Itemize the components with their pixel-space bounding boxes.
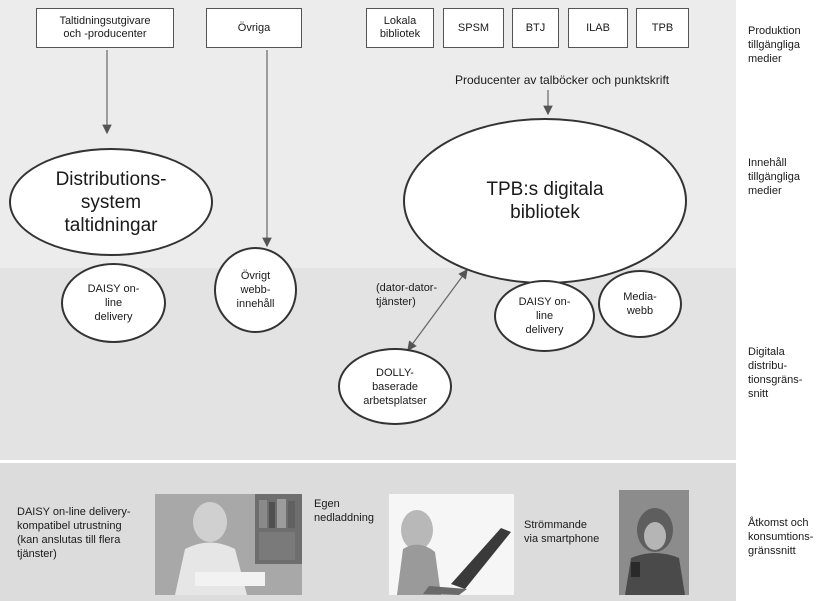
strommande-text: Strömmande via smartphone: [524, 519, 600, 545]
dator-dator-label: (dator-dator- tjänster): [376, 282, 438, 308]
daisy-equipment-text: DAISY on-line delivery- kompatibel utrus…: [17, 506, 131, 560]
side-label-innehall: Innehåll tillgängliga medier: [748, 157, 800, 197]
access-interface-band: [0, 463, 736, 601]
side-label-atkomst: Åtkomst och konsumtions- gränssnitt: [748, 517, 814, 557]
daisy-right-label: DAISY on- line delivery: [518, 296, 571, 336]
side-label-digitala: Digitala distribu- tionsgräns- snitt: [748, 346, 803, 400]
daisy-online-delivery-left: DAISY on- line delivery: [61, 263, 166, 343]
distribution-system-label: Distributions- system taltidningar: [55, 168, 167, 236]
daisy-online-delivery-right: DAISY on- line delivery: [494, 280, 595, 352]
mediawebb-ellipse: Media- webb: [598, 270, 682, 338]
mediawebb-label: Media- webb: [623, 291, 657, 317]
producer-box-taltidning: Taltidningsutgivare och -producenter: [36, 8, 174, 48]
tpb-digital-library-ellipse: TPB:s digitala bibliotek: [403, 118, 687, 284]
daisy-left-label: DAISY on- line delivery: [87, 283, 140, 323]
side-label-produktion: Produktion tillgängliga medier: [748, 25, 801, 65]
producer-box-tpb: TPB: [636, 8, 689, 48]
arrow-tpb-dolly: [407, 269, 468, 351]
dolly-workstations-ellipse: DOLLY- baserade arbetsplatser: [338, 348, 452, 425]
producer-label: SPSM: [457, 21, 490, 34]
producer-center-label: Producenter av talböcker och punktskrift: [455, 73, 670, 87]
producer-box-ilab: ILAB: [568, 8, 628, 48]
photo-man-reading: [155, 494, 302, 595]
producer-box-ovriga: Övriga: [206, 8, 302, 48]
producer-label: TPB: [651, 21, 674, 34]
dolly-label: DOLLY- baserade arbetsplatser: [363, 366, 427, 407]
tpb-digital-library-label: TPB:s digitala bibliotek: [486, 179, 604, 223]
egen-nedladdning-text: Egen nedladdning: [314, 498, 374, 524]
producer-label: Taltidningsutgivare och -producenter: [59, 15, 151, 40]
producer-label: Lokala bibliotek: [379, 15, 421, 40]
producer-box-lokala: Lokala bibliotek: [366, 8, 434, 48]
producer-box-spsm: SPSM: [443, 8, 504, 48]
producer-box-btj: BTJ: [512, 8, 559, 48]
distribution-system-ellipse: Distributions- system taltidningar: [9, 148, 213, 256]
photo-smartphone-user: [619, 490, 689, 595]
photo-laptop-user: [389, 494, 514, 595]
ovrigt-webb-label: Övrigt webb- innehåll: [236, 270, 275, 310]
producer-label: BTJ: [525, 21, 546, 34]
producer-label: ILAB: [586, 21, 610, 34]
producer-label: Övriga: [237, 21, 271, 34]
ovrigt-webbinnehall-ellipse: Övrigt webb- innehåll: [214, 247, 297, 333]
